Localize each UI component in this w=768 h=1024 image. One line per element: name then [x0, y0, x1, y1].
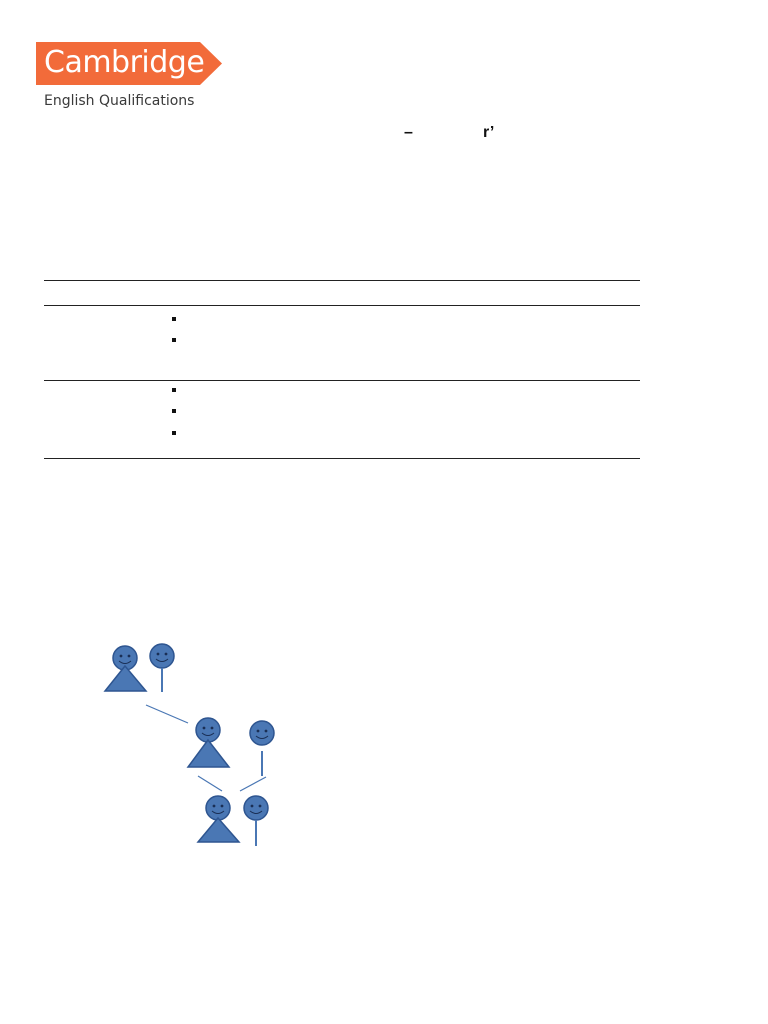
- connector-line: [145, 704, 189, 724]
- female-figure-icon: [196, 795, 241, 843]
- table-top-rule: [44, 280, 640, 281]
- female-figure-icon: [103, 645, 148, 692]
- table-bottom-rule: [44, 458, 640, 459]
- male-figure-icon: [243, 795, 269, 846]
- male-figure-icon: [149, 643, 175, 692]
- bullet-marker: [172, 317, 176, 321]
- logo-arrow-shape: [36, 42, 222, 85]
- logo-badge: Cambridge: [36, 42, 222, 85]
- connector-line: [239, 776, 267, 792]
- bullet-marker: [172, 409, 176, 413]
- cambridge-logo: Cambridge English Qualifications: [36, 42, 226, 112]
- bullet-marker: [172, 388, 176, 392]
- male-figure-icon: [249, 720, 275, 776]
- table-header-rule: [44, 305, 640, 306]
- table-row-rule: [44, 380, 640, 381]
- bullet-marker: [172, 431, 176, 435]
- stray-r: r’: [483, 124, 495, 141]
- bullet-marker: [172, 338, 176, 342]
- female-figure-icon: [186, 717, 231, 768]
- logo-subtitle: English Qualifications: [44, 93, 195, 109]
- connector-line: [197, 775, 223, 792]
- stray-dash: –: [404, 124, 413, 141]
- logo-wordmark: Cambridge: [44, 45, 205, 80]
